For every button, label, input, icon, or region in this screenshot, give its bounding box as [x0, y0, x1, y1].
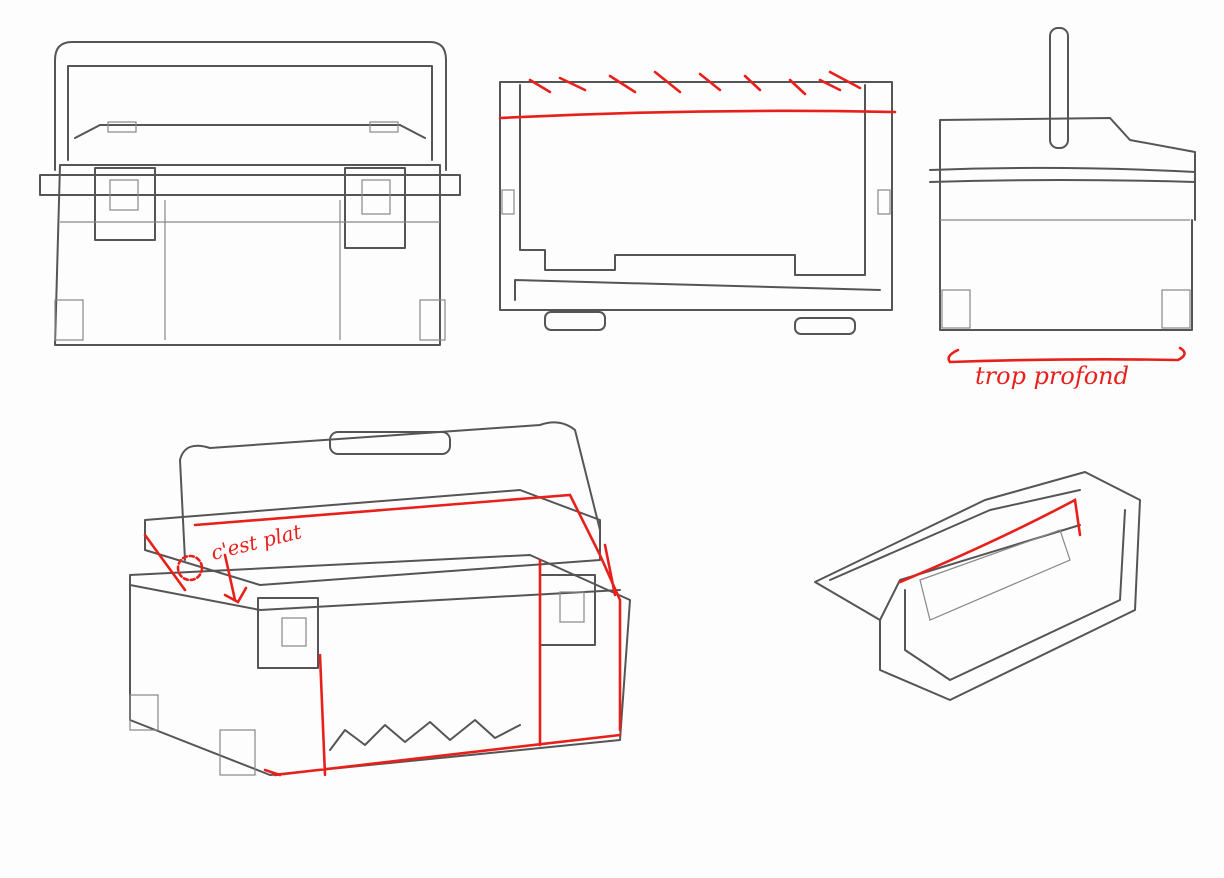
tray-view-sketch — [814, 471, 1141, 701]
top-view-toolbox — [498, 70, 897, 335]
perspective-view-toolbox — [129, 421, 631, 777]
side-view-note: trop profond — [975, 362, 1129, 390]
front-view-toolbox — [39, 41, 461, 346]
side-view-toolbox — [929, 27, 1196, 364]
